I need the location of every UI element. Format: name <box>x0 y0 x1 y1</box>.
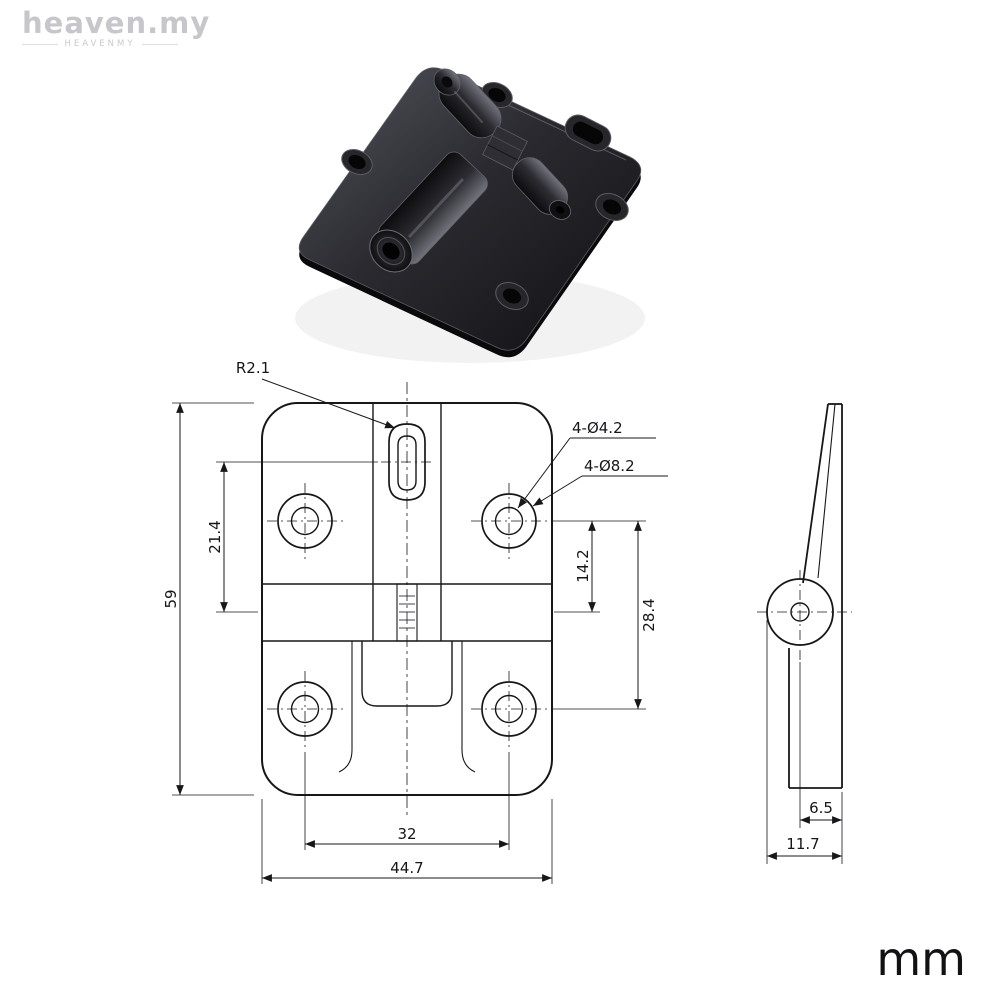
front-plate-outline <box>261 402 553 796</box>
unit-label: mm <box>876 932 966 986</box>
dim-pin-offset: 6.5 <box>809 799 833 817</box>
front-hole-bottom-left <box>267 671 343 747</box>
front-dimensions <box>172 378 668 884</box>
photo-hole-left <box>341 149 373 175</box>
front-hole-top-left <box>267 483 343 559</box>
dimension-lines-front <box>176 403 642 882</box>
brand-rule-right <box>141 43 179 45</box>
dim-thickness: 11.7 <box>786 835 819 853</box>
brand-rule-left <box>22 43 59 45</box>
photo-center-nut <box>482 125 528 171</box>
front-pin <box>396 583 418 642</box>
product-photo <box>295 67 645 363</box>
photo-hole-bottom <box>495 282 529 310</box>
barrel-highlight <box>408 178 464 238</box>
leader-4-2 <box>517 437 571 509</box>
leader-lines-front <box>261 378 668 509</box>
dim-hole-pitch-horizontal: 32 <box>397 825 416 843</box>
small-holes-label: 4-Ø4.2 <box>572 419 623 437</box>
leader-8-2 <box>532 475 583 507</box>
large-holes-label: 4-Ø8.2 <box>584 457 635 475</box>
photo-hole-right <box>595 193 629 221</box>
dim-hole-to-center: 14.2 <box>574 549 592 582</box>
brand-caption-row: HEAVENMY <box>22 39 179 50</box>
side-dimension-lines <box>767 816 842 860</box>
hinge-plate <box>298 67 642 351</box>
side-extension-lines <box>766 620 843 864</box>
knuckle-highlight <box>454 91 483 123</box>
dim-slot-center: 21.4 <box>206 520 224 553</box>
photo-barrel-bore-face <box>369 229 413 273</box>
photo-slot <box>564 114 612 152</box>
photo-knuckle-curl <box>433 68 461 96</box>
front-view <box>261 382 553 818</box>
side-view <box>757 403 852 864</box>
side-outline <box>766 403 843 789</box>
photo-knuckle-right-face <box>548 200 572 220</box>
dim-total-width: 44.7 <box>390 859 423 877</box>
dim-total-height: 59 <box>162 589 180 608</box>
dim-hole-pitch-vertical: 28.4 <box>640 598 658 631</box>
front-slot <box>381 423 433 501</box>
leader-r2-1 <box>261 378 396 429</box>
brand-caption: HEAVENMY <box>64 39 136 50</box>
front-hole-bottom-right <box>471 671 547 747</box>
front-hole-top-right <box>471 483 547 559</box>
side-centerlines <box>757 570 852 660</box>
radius-label: R2.1 <box>236 359 270 377</box>
extension-lines-front <box>172 402 646 884</box>
